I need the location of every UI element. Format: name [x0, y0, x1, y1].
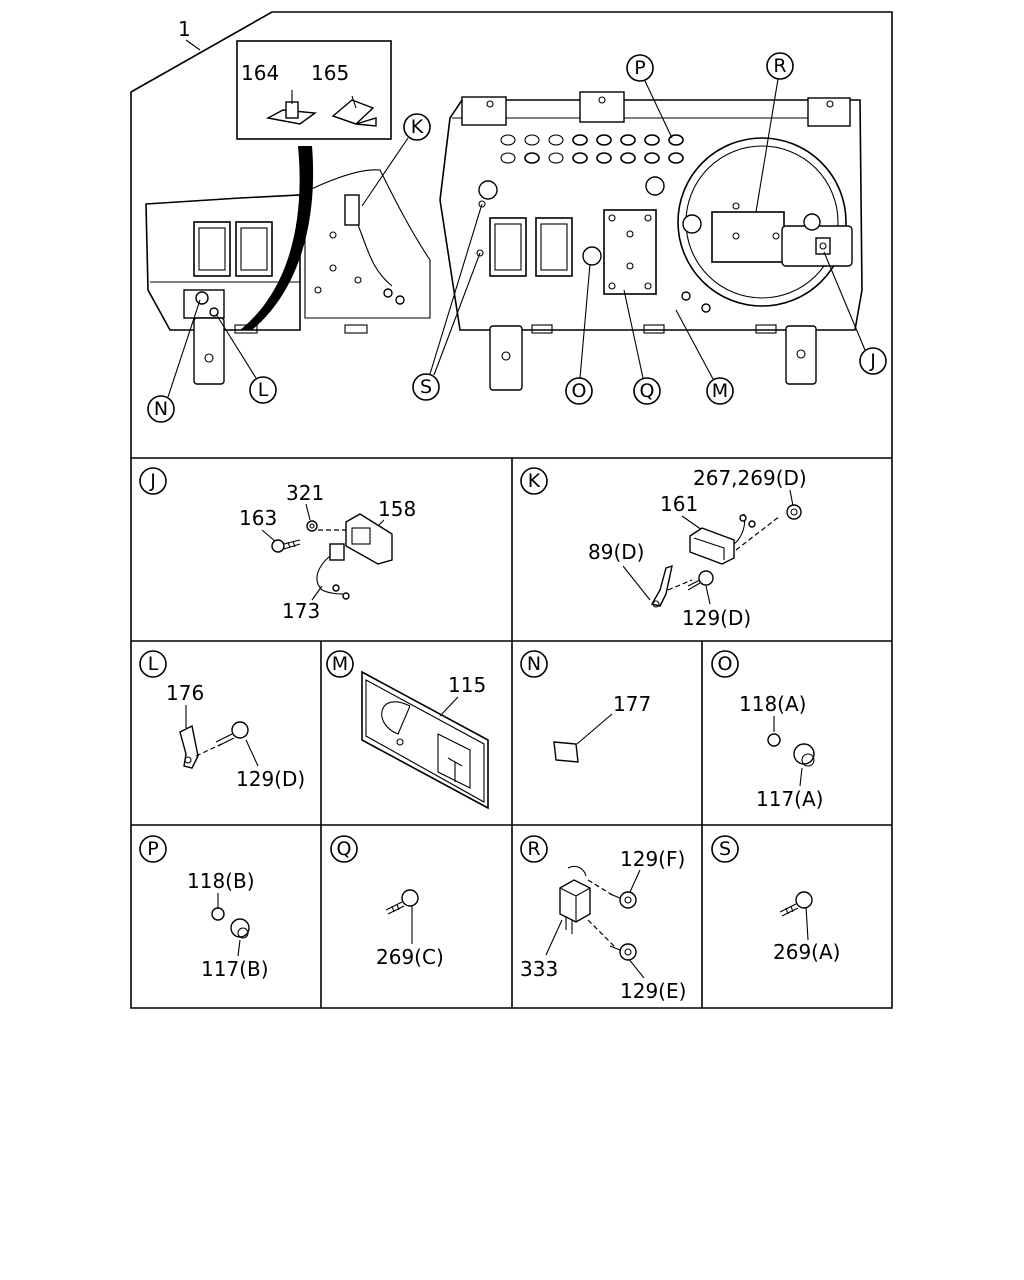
callout-O: O: [565, 263, 593, 405]
svg-text:Q: Q: [640, 380, 655, 402]
callout-S: S: [412, 203, 483, 401]
svg-text:K: K: [411, 116, 424, 138]
part-label-164: 164: [241, 61, 279, 85]
detail-N: N 177: [520, 650, 651, 763]
part-label-176: 176: [166, 681, 204, 705]
callout-P: P: [626, 54, 673, 139]
detail-R: R 129(F) 333 129(E): [520, 835, 686, 1003]
part-label-269a: 269(A): [773, 940, 840, 964]
svg-text:N: N: [527, 653, 541, 675]
svg-text:O: O: [718, 653, 733, 675]
detail-K: K 267,269(D) 161 89(D) 129(D): [520, 466, 807, 630]
part-label-161: 161: [660, 492, 698, 516]
part-label-129d-l: 129(D): [236, 767, 305, 791]
main-assembly-panel: 1 164 165: [145, 17, 887, 423]
part-label-269c: 269(C): [376, 945, 444, 969]
detail-Q: Q 269(C): [330, 835, 444, 969]
svg-text:R: R: [773, 55, 786, 77]
callout-N: N: [147, 299, 201, 423]
callout-R: R: [755, 52, 794, 213]
detail-J: J 321 163 158 173: [139, 467, 416, 623]
svg-text:P: P: [634, 57, 645, 79]
part-label-117a: 117(A): [756, 787, 823, 811]
part-label-129e: 129(E): [620, 979, 686, 1003]
callout-M: M: [675, 309, 734, 405]
svg-text:K: K: [528, 470, 541, 492]
detail-O: O 118(A) 117(A): [711, 650, 823, 811]
svg-text:M: M: [712, 380, 728, 402]
assembly-label: 1: [178, 17, 191, 41]
part-label-129d-k: 129(D): [682, 606, 751, 630]
detail-L: L 176 129(D): [139, 650, 305, 791]
part-label-115: 115: [448, 673, 486, 697]
part-label-129f: 129(F): [620, 847, 685, 871]
svg-text:O: O: [572, 380, 587, 402]
svg-text:Q: Q: [337, 838, 352, 860]
part-label-165: 165: [311, 61, 349, 85]
part-label-158: 158: [378, 497, 416, 521]
callout-Q: Q: [623, 289, 661, 405]
part-165-drawing: [331, 95, 377, 127]
svg-text:J: J: [869, 350, 876, 372]
svg-text:R: R: [527, 838, 540, 860]
callout-J: J: [823, 251, 887, 375]
screw-163: [271, 539, 301, 553]
part-label-117b: 117(B): [201, 957, 269, 981]
detail-M: M 115: [326, 650, 489, 810]
part-label-118b: 118(B): [187, 869, 255, 893]
svg-text:J: J: [149, 470, 156, 492]
part-label-177: 177: [613, 692, 651, 716]
svg-text:N: N: [154, 398, 168, 420]
part-164-drawing: [265, 90, 317, 125]
part-label-333: 333: [520, 957, 558, 981]
callout-L: L: [215, 313, 277, 404]
part-label-89d: 89(D): [588, 540, 644, 564]
svg-text:P: P: [147, 838, 158, 860]
part-label-118a: 118(A): [739, 692, 806, 716]
svg-text:S: S: [420, 376, 432, 398]
diagram-frame: [130, 11, 893, 1009]
svg-text:S: S: [719, 838, 731, 860]
detail-P: P 118(B) 117(B): [139, 835, 269, 981]
left-cluster-housing: [145, 169, 431, 385]
callout-K: K: [361, 113, 431, 207]
svg-text:L: L: [258, 379, 269, 401]
part-label-163: 163: [239, 506, 277, 530]
part-label-321: 321: [286, 481, 324, 505]
svg-text:M: M: [332, 653, 348, 675]
indicator-holes: [500, 134, 684, 164]
svg-text:L: L: [148, 653, 159, 675]
main-cluster-housing: [439, 91, 863, 391]
part-label-267-269d: 267,269(D): [693, 466, 807, 490]
detail-S: S 269(A): [711, 835, 840, 964]
part-label-173: 173: [282, 599, 320, 623]
